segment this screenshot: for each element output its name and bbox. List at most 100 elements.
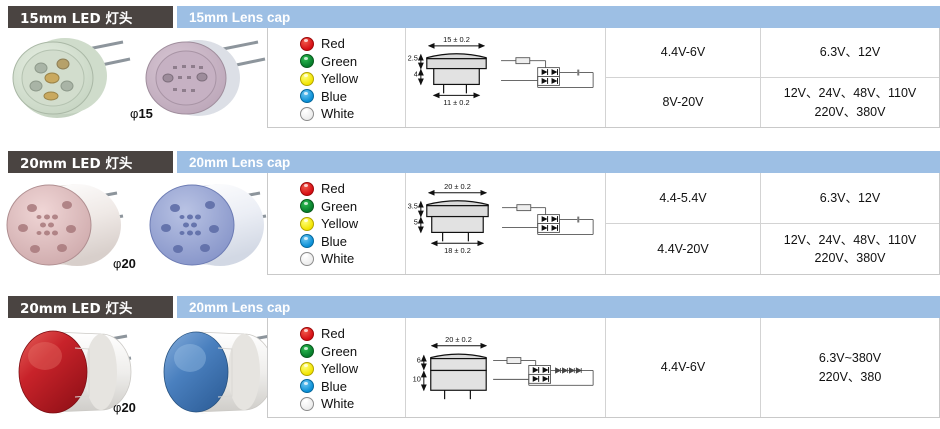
color-label: Green (321, 343, 358, 359)
section-header-left: 15mm LED 灯头 (8, 6, 173, 28)
color-label: Blue (321, 88, 348, 104)
color-swatch-yellow-icon (300, 71, 314, 86)
color-label: White (321, 106, 355, 122)
color-label: Yellow (321, 216, 359, 232)
voltage-cell: 4.4-5.4V (659, 190, 707, 205)
section-header-left-label: 20mm LED 灯头 (20, 156, 133, 172)
rated-line: 12V、24V、48V、110V (783, 232, 917, 247)
color-label: Yellow (321, 71, 359, 87)
rated-line: 220V、380V (814, 104, 886, 119)
diameter-label: φ20 (113, 256, 136, 271)
rated-cell: 6.3V、12V (761, 28, 939, 77)
color-label: Red (321, 36, 345, 52)
diameter-symbol: φ (130, 106, 139, 121)
color-swatch-yellow-icon (300, 361, 314, 376)
rated-cell: 12V、24V、48V、110V 220V、380V (761, 77, 939, 127)
color-swatch-green-icon (300, 199, 314, 214)
color-swatch-red-icon (300, 181, 314, 196)
operating-voltage-column: 4.4V-6V 8V-20V (606, 28, 761, 127)
color-swatch-white-icon (300, 251, 314, 266)
product-section-20mm-dome: 20mm LED 灯头 20mm Lens cap (0, 290, 940, 429)
rated-line: 220V、380V (814, 251, 886, 265)
color-options-column: Red Green Yellow Blue White (268, 28, 406, 127)
dimension-drawing: 20 ± 0.2 3.5 5 18 ± 0.2 (408, 182, 594, 255)
led-photo-dome-red (18, 330, 132, 414)
operating-voltage-column: 4.4-5.4V 4.4V-20V (606, 173, 761, 274)
color-label: Red (321, 181, 345, 197)
product-section-20mm-flat: 20mm LED 灯头 20mm Lens cap (0, 145, 940, 287)
section-header-left-label: 20mm LED 灯头 (20, 301, 133, 317)
drawing-bottom-width: 18 ± 0.2 (444, 246, 471, 255)
drawing-bottom-width: 11 ± 0.2 (443, 98, 469, 107)
rated-cell: 6.3V、12V (761, 173, 939, 223)
diameter-symbol: φ (113, 256, 122, 271)
product-photos: φ20 (0, 173, 270, 278)
color-item-blue: Blue (300, 378, 405, 396)
drawing-height-lower: 5 (414, 217, 418, 226)
color-item-green: Green (300, 198, 405, 216)
color-item-red: Red (300, 35, 405, 53)
color-swatch-white-icon (300, 396, 314, 411)
color-swatch-yellow-icon (300, 216, 314, 231)
color-item-blue: Blue (300, 88, 405, 106)
section-header-right: 15mm Lens cap (177, 6, 940, 28)
color-options-column: Red Green Yellow Blue White (268, 173, 406, 274)
color-item-yellow: Yellow (300, 215, 405, 233)
diameter-value: 20 (121, 400, 136, 415)
section-header-right-label: 15mm Lens cap (189, 9, 291, 25)
dimension-drawing-column: 15 ± 0.2 2.5 4 11 ± 0.2 (406, 28, 606, 127)
rated-line: 220V、380 (818, 369, 882, 384)
color-item-yellow: Yellow (300, 70, 405, 88)
rated-line: 6.3V、12V (819, 190, 881, 205)
section-header-left: 20mm LED 灯头 (8, 296, 173, 318)
color-swatch-green-icon (300, 344, 314, 359)
product-photos: φ20 (0, 318, 275, 423)
diameter-label: φ15 (130, 106, 153, 121)
led-photo-15mm-green (12, 38, 131, 118)
color-label: Green (321, 198, 358, 214)
section-header-left: 20mm LED 灯头 (8, 151, 173, 173)
color-item-yellow: Yellow (300, 360, 405, 378)
spec-table: Red Green Yellow Blue White 20 ± 0.2 3.5… (267, 173, 940, 275)
section-header-right-label: 20mm Lens cap (189, 154, 291, 170)
diameter-value: 20 (121, 256, 136, 271)
color-item-green: Green (300, 53, 405, 71)
led-photo-20mm-blue (149, 184, 267, 266)
voltage-cell: 4.4V-6V (660, 45, 706, 60)
drawing-height-upper: 2.5 (408, 54, 418, 63)
color-label: Yellow (321, 361, 359, 377)
color-item-red: Red (300, 180, 405, 198)
color-label: Green (321, 53, 358, 69)
voltage-cell: 8V-20V (606, 77, 760, 127)
drawing-height-lower: 10 (413, 374, 421, 383)
drawing-height-lower: 4 (414, 70, 418, 79)
drawing-height-upper: 6 (417, 356, 421, 365)
color-label: Blue (321, 378, 348, 394)
spec-table: Red Green Yellow Blue White 20 ± 0.2 6 1… (267, 318, 940, 418)
color-label: White (321, 251, 355, 267)
drawing-top-width: 15 ± 0.2 (443, 35, 470, 44)
spec-table: Red Green Yellow Blue White 15 ± 0.2 (267, 28, 940, 128)
color-swatch-red-icon (300, 326, 314, 341)
color-item-white: White (300, 105, 405, 123)
operating-voltage-column: 4.4V-6V (606, 318, 761, 417)
drawing-top-width: 20 ± 0.2 (444, 182, 471, 191)
diameter-value: 15 (138, 106, 153, 121)
diameter-symbol: φ (113, 400, 122, 415)
color-item-red: Red (300, 325, 405, 343)
color-swatch-green-icon (300, 54, 314, 69)
color-item-white: White (300, 395, 405, 413)
section-header-right: 20mm Lens cap (177, 296, 940, 318)
section-header-left-label: 15mm LED 灯头 (20, 11, 133, 27)
dimension-drawing: 15 ± 0.2 2.5 4 11 ± 0.2 (408, 35, 594, 107)
section-header-right-label: 20mm Lens cap (189, 299, 291, 315)
voltage-cell: 4.4V-20V (606, 223, 760, 274)
diameter-label: φ20 (113, 400, 136, 415)
dimension-drawing-column: 20 ± 0.2 3.5 5 18 ± 0.2 (406, 173, 606, 274)
voltage-cell: 4.4V-6V (660, 360, 706, 375)
rated-line: 12V、24V、48V、110V (783, 86, 917, 101)
product-section-15mm: 15mm LED 灯头 15mm Lens cap (0, 0, 940, 140)
drawing-height-upper: 3.5 (408, 202, 418, 211)
